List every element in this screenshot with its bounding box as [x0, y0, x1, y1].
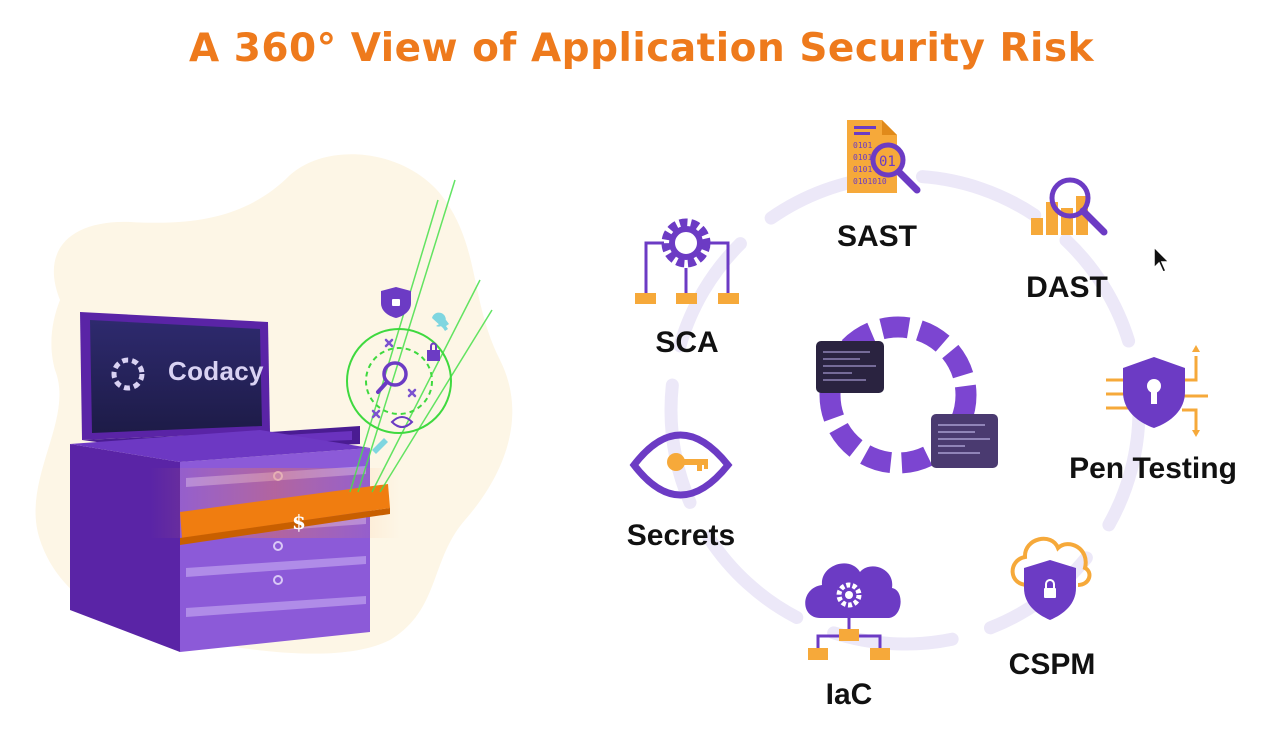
cloud-gear-network-icon [805, 563, 901, 660]
node-label-secrets: Secrets [626, 519, 736, 552]
small-eye-icon [390, 416, 414, 428]
code-window-left [816, 341, 884, 393]
gear-dependency-tree-icon [635, 218, 739, 304]
cloud-shield-lock-icon [1010, 536, 1092, 620]
node-label-pen-testing: Pen Testing [1069, 452, 1237, 485]
svg-text:0101: 0101 [853, 153, 872, 162]
small-wrench-icon [372, 438, 388, 454]
node-label-iac: IaC [825, 678, 873, 711]
node-label-sca: SCA [655, 326, 719, 359]
node-label-sast: SAST [836, 220, 918, 253]
drawer-symbol: $ [292, 510, 306, 534]
sast-doc-text: 01 [879, 154, 896, 170]
code-document-magnifier-icon: 0101 0101 0101 0101010 01 [847, 120, 921, 194]
center-scan-graphic [816, 316, 998, 474]
svg-text:0101: 0101 [853, 141, 872, 150]
node-label-dast: DAST [1026, 271, 1108, 304]
drawer-cabinet: $ [70, 430, 400, 652]
mouse-pointer-icon [1153, 246, 1171, 273]
shield-keyhole-icon [1106, 345, 1208, 437]
scanner-beams [349, 179, 493, 493]
page-title: A 360° View of Application Security Risk [188, 26, 1095, 71]
scanner-target [346, 287, 452, 454]
codacy-brand-name: Codacy [168, 356, 264, 386]
svg-text:0101: 0101 [853, 165, 872, 174]
code-window-right [931, 414, 998, 468]
bar-chart-magnifier-icon [1031, 177, 1108, 236]
node-label-cspm: CSPM [1008, 648, 1096, 681]
eye-key-icon [629, 431, 733, 499]
small-lock-icon [427, 342, 440, 361]
svg-text:0101010: 0101010 [853, 177, 887, 186]
codacy-logo-icon [111, 357, 145, 391]
small-key-icon [432, 312, 449, 331]
codacy-illustration: $ [35, 154, 513, 654]
